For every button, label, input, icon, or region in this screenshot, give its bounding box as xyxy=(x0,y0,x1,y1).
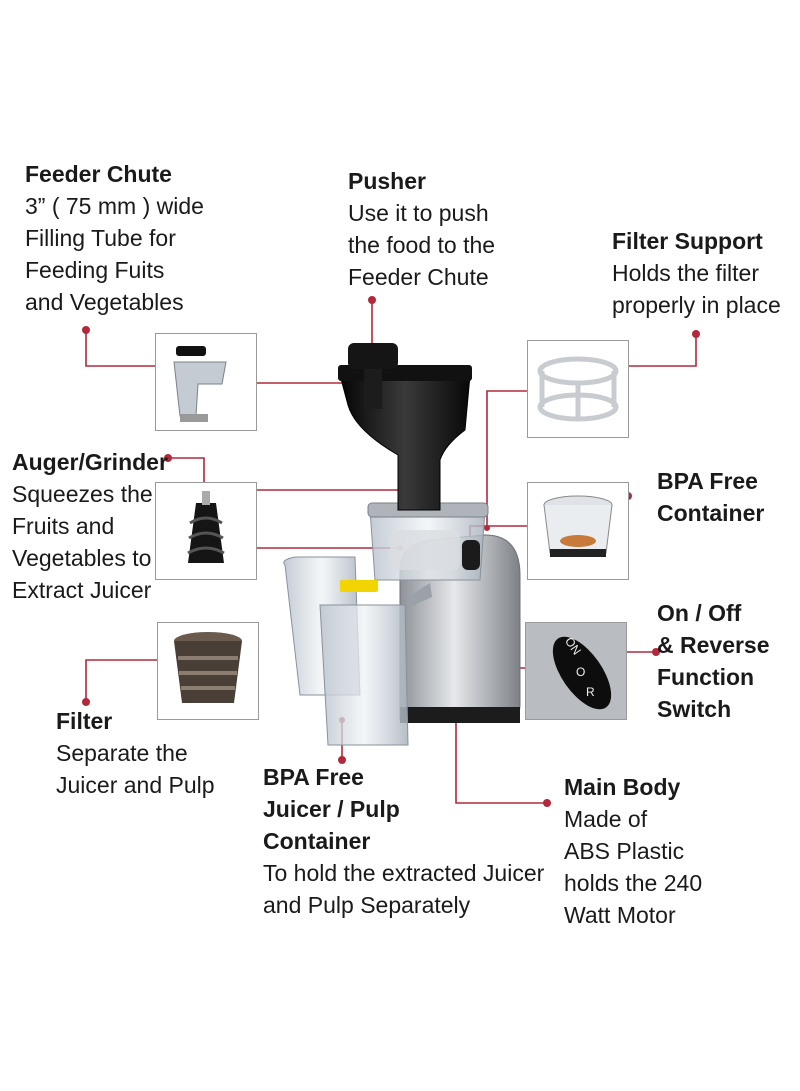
label-line: Separate the xyxy=(56,740,188,766)
label-main-body: Main Body Made of ABS Plastic holds the … xyxy=(564,771,702,931)
thumb-filter xyxy=(157,622,259,720)
label-title: Switch xyxy=(657,696,732,722)
label-title: Auger/Grinder xyxy=(12,449,168,475)
label-line: Feeding Fuits xyxy=(25,257,165,283)
label-line: Holds the filter xyxy=(612,260,760,286)
label-line: and Vegetables xyxy=(25,289,184,315)
thumb-auger xyxy=(155,482,257,580)
label-line: holds the 240 xyxy=(564,870,703,896)
label-line: Vegetables to xyxy=(12,545,152,571)
label-line: properly in place xyxy=(612,292,781,318)
label-title: Juicer / Pulp xyxy=(263,796,400,822)
label-title: BPA Free xyxy=(657,468,758,494)
label-line: and Pulp Separately xyxy=(263,892,471,918)
label-juice-container: BPA Free Juicer / Pulp Container To hold… xyxy=(263,761,544,921)
label-line: Squeezes the xyxy=(12,481,153,507)
label-line: Made of xyxy=(564,806,648,832)
label-line: 3” ( 75 mm ) wide xyxy=(25,193,204,219)
leader-main-body xyxy=(455,702,547,804)
label-title: Container xyxy=(657,500,765,526)
label-title: Filter Support xyxy=(612,228,763,254)
switch-text-o: O xyxy=(576,665,586,679)
thumb-feeder-chute xyxy=(155,333,257,431)
leader-filter-support xyxy=(622,334,697,367)
leader-filter-support-body xyxy=(486,390,528,528)
thumb-switch: ON O R xyxy=(525,622,627,720)
label-line: Extract Juicer xyxy=(12,577,152,603)
label-line: the food to the xyxy=(348,232,496,258)
label-filter-support: Filter Support Holds the filter properly… xyxy=(612,225,781,321)
label-title: Filter xyxy=(56,708,113,734)
leader-auger xyxy=(168,457,205,484)
thumb-filter-support xyxy=(527,340,629,438)
thumb-bpa-container xyxy=(527,482,629,580)
label-line: ABS Plastic xyxy=(564,838,685,864)
label-line: Fruits and xyxy=(12,513,115,539)
label-pusher: Pusher Use it to push the food to the Fe… xyxy=(348,165,495,293)
juicer-illustration xyxy=(283,343,521,746)
label-feeder-chute: Feeder Chute 3” ( 75 mm ) wide Filling T… xyxy=(25,158,204,318)
label-line: Feeder Chute xyxy=(348,264,489,290)
label-line: Watt Motor xyxy=(564,902,676,928)
label-title: Main Body xyxy=(564,774,681,800)
label-auger: Auger/Grinder Squeezes the Fruits and Ve… xyxy=(12,446,168,606)
label-title: & Reverse xyxy=(657,632,770,658)
label-title: On / Off xyxy=(657,600,742,626)
label-title: Pusher xyxy=(348,168,426,194)
label-title: BPA Free xyxy=(263,764,364,790)
label-line: Use it to push xyxy=(348,200,489,226)
label-title: Function xyxy=(657,664,755,690)
label-line: Juicer and Pulp xyxy=(56,772,215,798)
switch-text-r: R xyxy=(586,685,595,699)
label-bpa-container: BPA Free Container xyxy=(657,465,764,529)
label-line: Filling Tube for xyxy=(25,225,176,251)
label-switch: On / Off & Reverse Function Switch xyxy=(657,597,770,725)
label-filter: Filter Separate the Juicer and Pulp xyxy=(56,705,215,801)
leader-feeder xyxy=(85,330,163,367)
label-title: Feeder Chute xyxy=(25,161,172,187)
label-title: Container xyxy=(263,828,371,854)
leader-filter xyxy=(85,659,160,702)
label-line: To hold the extracted Juicer xyxy=(263,860,545,886)
